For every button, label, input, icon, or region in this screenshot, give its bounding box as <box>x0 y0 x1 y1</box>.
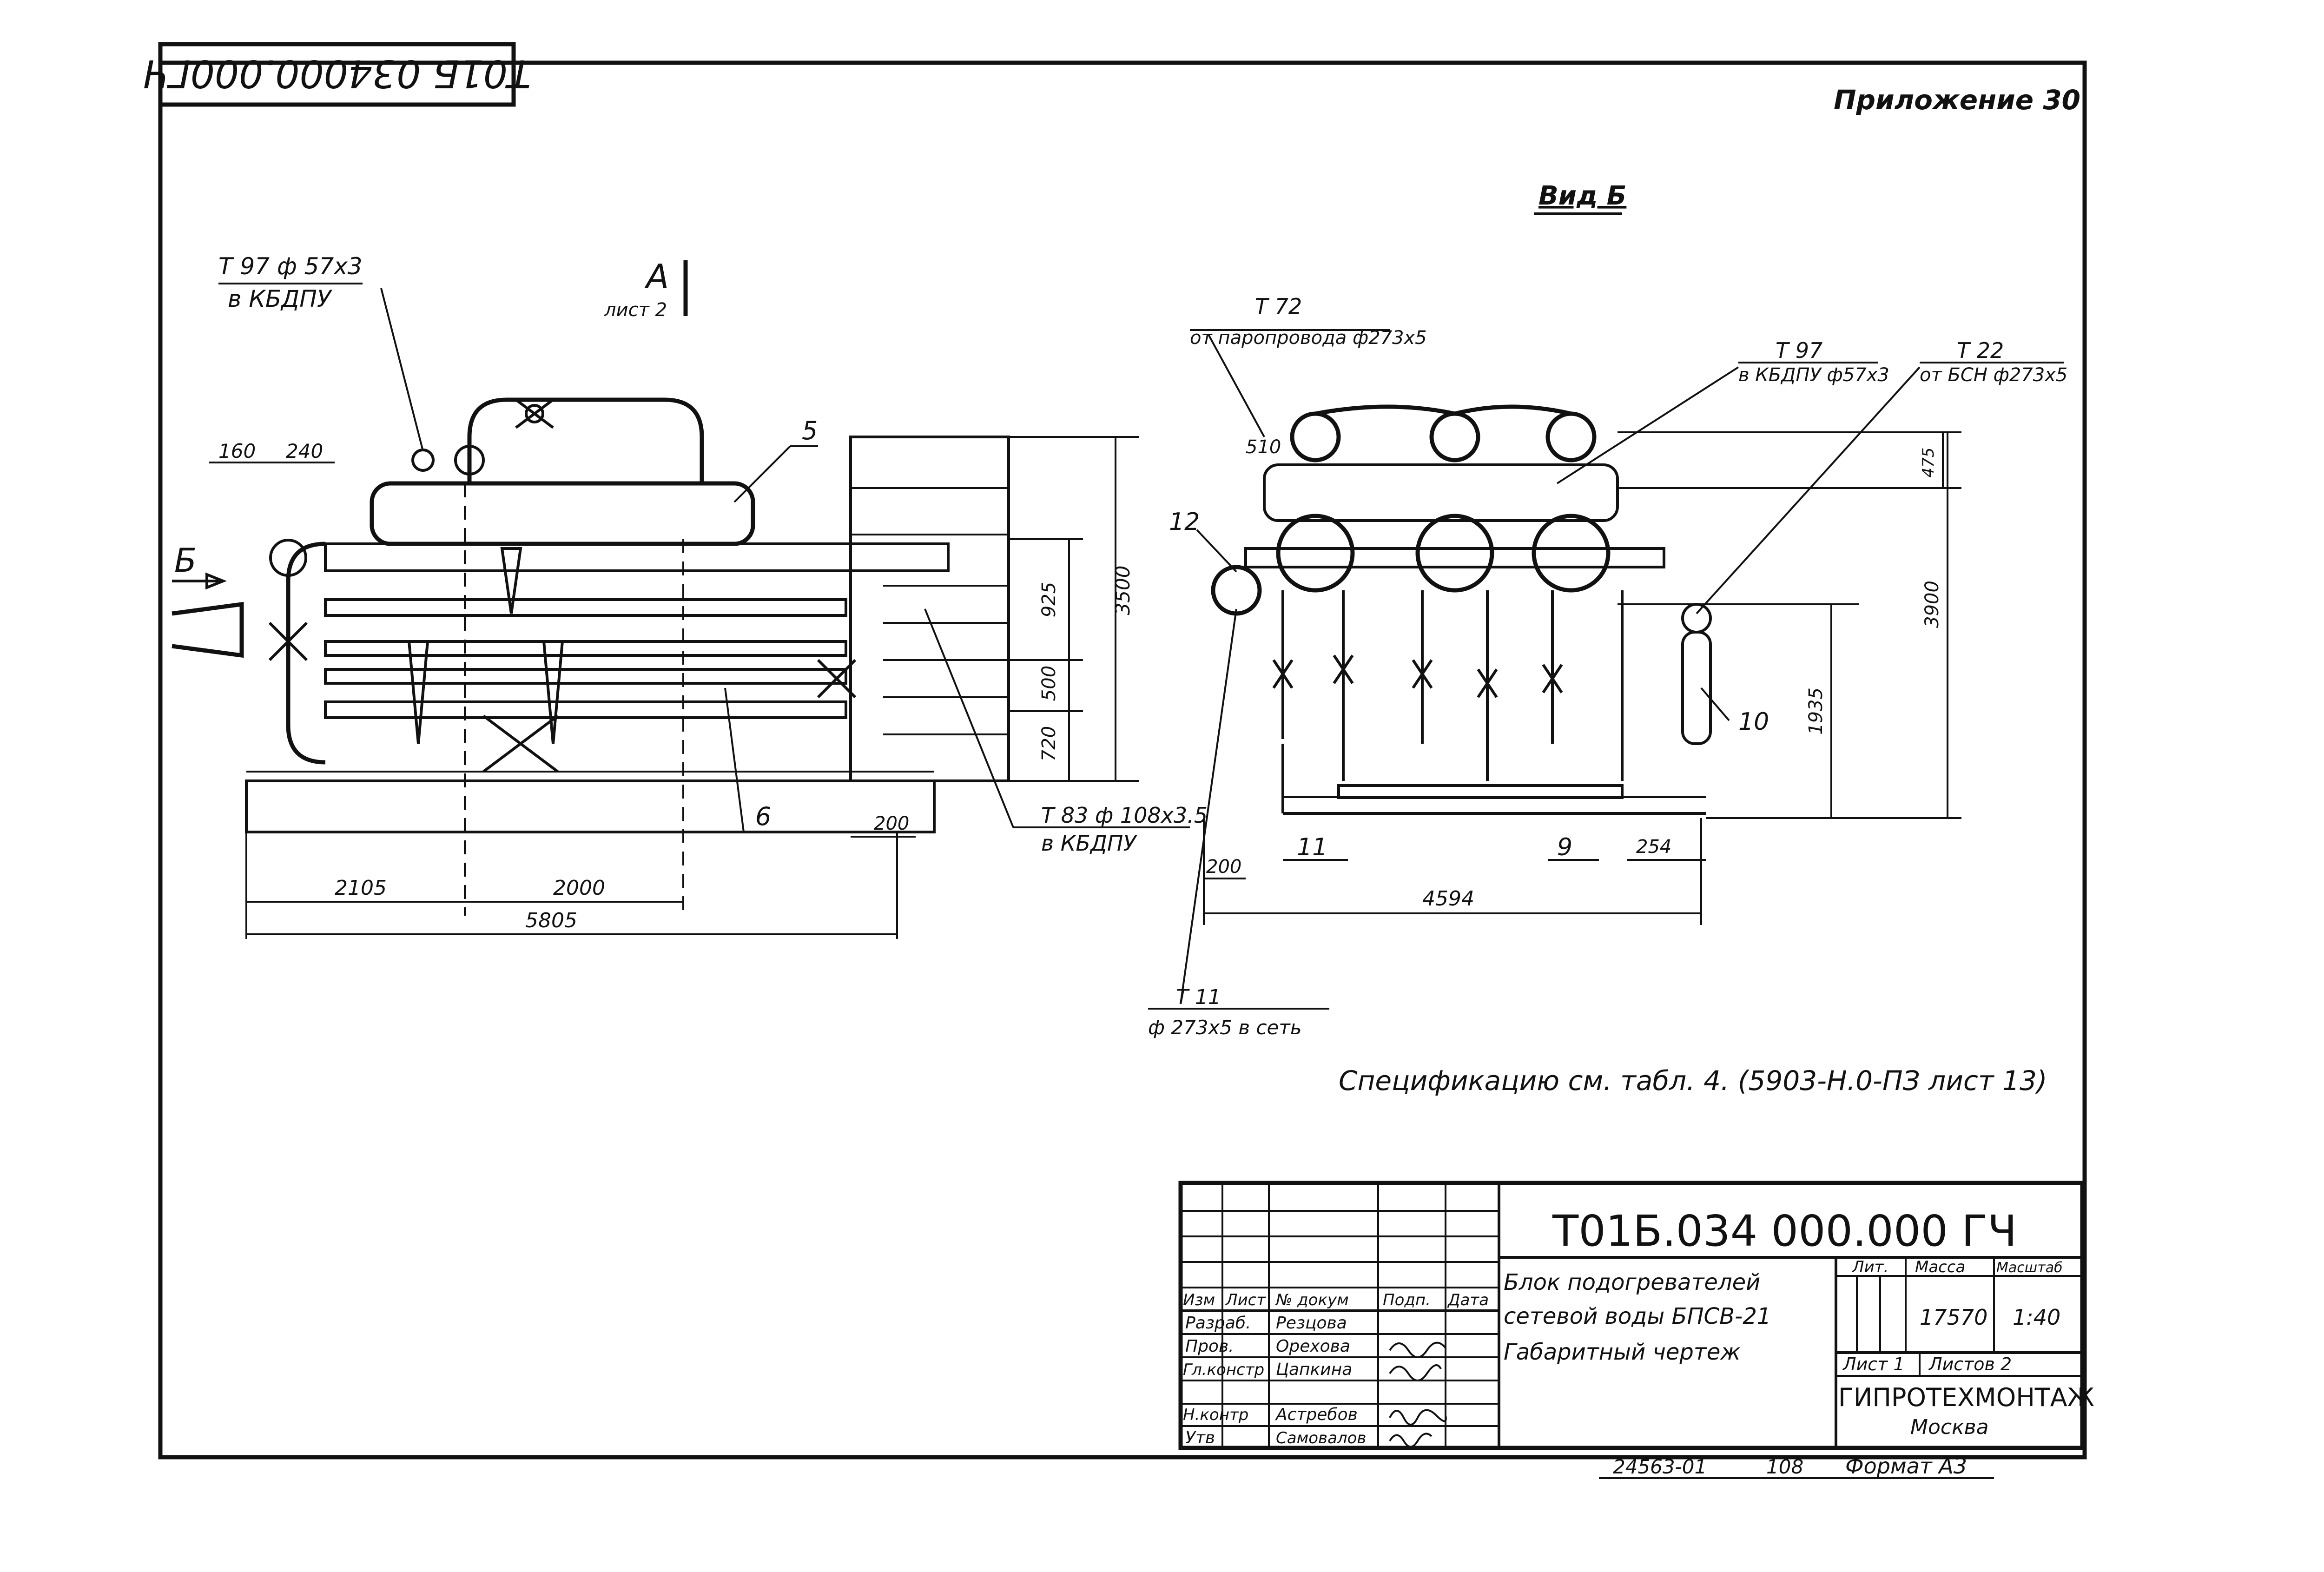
dim-925: 925 <box>1038 582 1060 617</box>
title-line-1: Блок подогревателей <box>1504 1269 1760 1295</box>
dim-3900: 3900 <box>1921 581 1943 628</box>
callout-t83-line1: Т 83 ф 108х3.5 <box>1041 803 1208 828</box>
sheet-label: Лист 1 <box>1842 1354 1905 1374</box>
role-developer: Разраб. <box>1185 1314 1251 1333</box>
dim-200-right: 200 <box>1206 856 1241 878</box>
left-base-frame <box>245 779 936 833</box>
dim-254: 254 <box>1636 836 1671 858</box>
right-top-vessel-2 <box>1429 411 1480 462</box>
dim-4594: 4594 <box>1422 887 1474 911</box>
right-top-vessel-3 <box>1545 411 1597 462</box>
scale-label: Масштаб <box>1996 1260 2063 1276</box>
left-view: 5 6 Т 97 ф 57х3 в КБДПУ A лист 2 Б 160 2… <box>172 253 1208 939</box>
dim-240: 240 <box>286 440 323 462</box>
callout-t72-line1: Т 72 <box>1255 294 1302 319</box>
section-a-letter: A <box>644 257 669 296</box>
spec-note: Спецификацию см. табл. 4. (5903-Н.0-ПЗ л… <box>1339 1065 2047 1096</box>
lit-label: Лит. <box>1851 1258 1888 1276</box>
role-chief-designer: Гл.констр <box>1183 1361 1264 1379</box>
callout-t97-line2: в КБДПУ <box>228 285 333 312</box>
item-number-11: 11 <box>1297 833 1327 861</box>
item-number-5: 5 <box>802 416 818 445</box>
callout-t83-line2: в КБДПУ <box>1041 831 1137 856</box>
name-approved: Самовалов <box>1276 1429 1366 1447</box>
callout-t97-line1: Т 97 ф 57х3 <box>218 253 363 280</box>
callout-t22-line2: от БСН ф273х5 <box>1920 364 2067 386</box>
arrow-b-label: Б <box>174 542 197 580</box>
header-doc: № докум <box>1275 1291 1349 1309</box>
item-number-9: 9 <box>1557 833 1572 861</box>
title-block: Изм Лист № докум Подп. Дата Разраб. Резц… <box>1178 1181 2094 1450</box>
left-header-pipe <box>324 542 950 572</box>
dim-160: 160 <box>218 440 256 462</box>
scale-value: 1:40 <box>2013 1305 2060 1330</box>
title-line-3: Габаритный чертеж <box>1504 1339 1741 1365</box>
header-sign: Подп. <box>1383 1291 1431 1309</box>
dim-510: 510 <box>1246 436 1281 458</box>
dim-720: 720 <box>1038 726 1060 761</box>
mass-label: Масса <box>1915 1258 1965 1276</box>
item-number-10: 10 <box>1738 708 1769 736</box>
org-city: Москва <box>1910 1415 1989 1439</box>
dim-2105: 2105 <box>335 876 387 900</box>
right-view: Вид Б Т 72 от пар <box>1148 181 2067 1039</box>
dim-1935: 1935 <box>1805 687 1827 735</box>
name-chief-designer: Цапкина <box>1276 1360 1352 1379</box>
right-top-vessel-1 <box>1290 411 1341 462</box>
right-heater-1 <box>1276 514 1355 593</box>
title-line-2: сетевой воды БПСВ-21 <box>1504 1303 1771 1329</box>
dim-475: 475 <box>1919 448 1938 478</box>
role-approved: Утв <box>1185 1428 1215 1447</box>
name-checker: Орехова <box>1276 1337 1350 1356</box>
header-izm: Изм <box>1183 1291 1215 1309</box>
left-top-loop <box>467 397 704 483</box>
role-norm-control: Н.контр <box>1183 1406 1248 1424</box>
mass-value: 17570 <box>1920 1305 1987 1330</box>
dim-200-left: 200 <box>874 813 909 834</box>
callout-t22-line1: Т 22 <box>1957 338 2004 363</box>
top-stamp-text: Т01Б 034000.000ГЧ <box>143 51 531 95</box>
right-outlet-pipe <box>1211 565 1262 616</box>
header-date: Дата <box>1447 1291 1489 1309</box>
callout-t11-line2: ф 273х5 в сеть <box>1148 1016 1302 1039</box>
callout-t11-line1: Т 11 <box>1176 985 1221 1009</box>
top-stamp: Т01Б 034000.000ГЧ <box>143 42 531 107</box>
dim-2000: 2000 <box>553 876 605 900</box>
format-label: Формат А3 <box>1845 1453 1967 1479</box>
sheet-frame <box>158 60 2087 1460</box>
callout-t97b-line1: Т 97 <box>1776 338 1822 363</box>
item-number-12: 12 <box>1169 508 1200 536</box>
appendix-label: Приложение 30 <box>1834 84 2080 116</box>
item-number-6: 6 <box>755 802 771 831</box>
dim-5805: 5805 <box>525 909 577 932</box>
inventory-number: 108 <box>1766 1455 1803 1478</box>
name-norm-control: Астребов <box>1275 1405 1358 1424</box>
dim-3500: 3500 <box>1111 566 1134 615</box>
dim-500: 500 <box>1038 666 1060 701</box>
header-list: Лист <box>1225 1291 1266 1309</box>
doc-code: Т01Б.034 000.000 ГЧ <box>1552 1206 2017 1256</box>
name-developer: Резцова <box>1276 1314 1347 1333</box>
right-heater-2 <box>1415 514 1494 593</box>
left-heater-vessel <box>370 481 755 546</box>
section-a-sheet: лист 2 <box>604 299 667 321</box>
right-heater-3 <box>1532 514 1611 593</box>
org-name: ГИПРОТЕХМОНТАЖ <box>1838 1383 2094 1412</box>
sheets-label: Листов 2 <box>1928 1354 2012 1374</box>
callout-t72-line2: от паропровода ф273х5 <box>1190 327 1427 349</box>
left-right-structure <box>849 436 1010 782</box>
inventory-code: 24563-01 <box>1613 1455 1707 1478</box>
view-b-title: Вид Б <box>1538 181 1626 211</box>
role-checker: Пров. <box>1185 1337 1234 1356</box>
callout-t97b-line2: в КБДПУ ф57х3 <box>1738 364 1889 386</box>
